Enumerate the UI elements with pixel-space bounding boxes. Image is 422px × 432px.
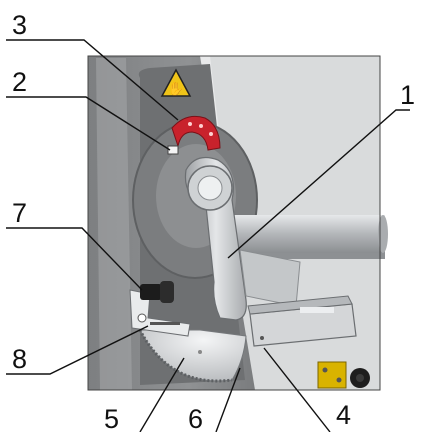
callout-6: 6	[188, 404, 203, 432]
photo-border	[87, 55, 381, 391]
leader-4	[263, 347, 331, 432]
callout-3: 3	[12, 10, 27, 40]
locking-clip	[167, 145, 179, 155]
svg-text:✋: ✋	[168, 81, 184, 97]
guard-arm	[184, 157, 301, 321]
leader-7	[6, 227, 143, 291]
black-knob-lower	[350, 368, 370, 388]
callout-5: 5	[104, 404, 119, 432]
callout-2: 2	[12, 67, 27, 97]
warning-hand-icon: ✋	[160, 68, 192, 97]
callout-7: 7	[12, 198, 27, 228]
leader-3	[6, 39, 179, 121]
guard-plate	[247, 295, 357, 347]
callout-leaders	[6, 39, 410, 432]
callout-numbers: 3 2 1 7 8 5 6 4	[12, 10, 415, 432]
red-collar	[171, 115, 221, 151]
callout-1: 1	[400, 80, 415, 110]
leader-8	[6, 325, 149, 375]
callout-4: 4	[336, 400, 351, 430]
leader-6	[215, 367, 241, 432]
blade-bracket	[129, 289, 191, 337]
leader-5	[139, 357, 185, 432]
leader-1	[227, 109, 410, 259]
yellow-switch	[317, 361, 347, 389]
adjustment-knob	[140, 281, 174, 303]
saw-blade	[138, 329, 247, 383]
callout-8: 8	[12, 344, 27, 374]
leader-2	[6, 96, 171, 151]
